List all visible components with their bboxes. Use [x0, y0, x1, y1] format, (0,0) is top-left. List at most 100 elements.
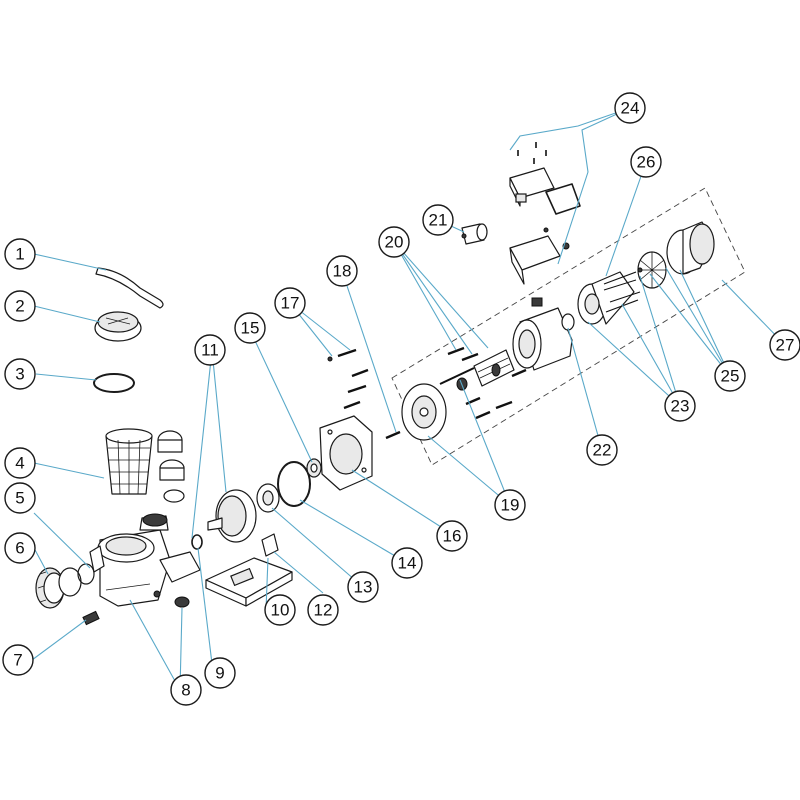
part-housing-o-ring: [277, 461, 311, 507]
callout-number: 3: [15, 365, 24, 384]
callout-12: 12: [307, 594, 339, 626]
callout-17: 17: [274, 287, 306, 319]
callout-number: 16: [443, 527, 462, 546]
callout-number: 15: [241, 319, 260, 338]
callout-circle: [347, 571, 379, 603]
callout-circle: [391, 547, 423, 579]
callout-number: 11: [201, 341, 219, 360]
callout-number: 27: [776, 336, 795, 355]
callout-number: 13: [354, 578, 373, 597]
callout-number: 7: [13, 651, 22, 670]
callout-circle: [307, 594, 339, 626]
leader-lines: [31, 107, 786, 691]
callout-number: 1: [15, 245, 24, 264]
callout-circle: [436, 520, 468, 552]
part-screw: [385, 430, 401, 440]
callout-circle: [4, 238, 36, 270]
callout-circle: [4, 447, 36, 479]
part-bolts-set-a: [327, 348, 369, 410]
part-motor-flange: [401, 383, 447, 441]
callout-circle: [664, 390, 696, 422]
part-bolts-set-b: [447, 346, 527, 420]
part-motor-foot: [205, 557, 293, 607]
callout-circle: [274, 287, 306, 319]
callout-27: 27: [769, 329, 800, 361]
callout-number: 22: [593, 441, 612, 460]
callout-number: 25: [721, 367, 740, 386]
part-seal-ring: [191, 534, 203, 550]
callout-labels: 1234567891011121314151617181920212223242…: [2, 92, 800, 706]
callout-number: 26: [637, 153, 656, 172]
callout-number: 21: [429, 211, 448, 230]
part-terminal-box: [509, 142, 581, 285]
callout-number: 4: [15, 454, 24, 473]
callout-number: 18: [333, 262, 352, 281]
callout-4: 4: [4, 447, 36, 479]
part-mechanical-seal: [306, 458, 322, 478]
callout-13: 13: [347, 571, 379, 603]
callout-22: 22: [586, 434, 618, 466]
callout-circle: [630, 146, 662, 178]
callout-circle: [2, 644, 34, 676]
callout-circle: [4, 482, 36, 514]
part-drain-plug-right: [153, 590, 190, 608]
callout-circle: [234, 312, 266, 344]
callout-9: 9: [204, 657, 236, 689]
callout-circle: [204, 657, 236, 689]
part-strainer-basket: [105, 428, 153, 495]
callout-circle: [264, 594, 296, 626]
callout-number: 6: [15, 539, 24, 558]
callout-7: 7: [2, 644, 34, 676]
callout-circle: [326, 255, 358, 287]
callout-14: 14: [391, 547, 423, 579]
part-drain-plug-left: [82, 610, 100, 626]
callout-number: 19: [501, 496, 520, 515]
motor-assembly-outline: [391, 187, 746, 466]
callout-16: 16: [436, 520, 468, 552]
part-lid-clip: [95, 267, 164, 309]
part-motor-stator: [512, 297, 573, 371]
part-strainer-lid: [94, 311, 142, 342]
callout-number: 12: [314, 601, 333, 620]
callout-2: 2: [4, 290, 36, 322]
callout-1: 1: [4, 238, 36, 270]
callout-24: 24: [614, 92, 646, 124]
callout-25: 25: [714, 360, 746, 392]
callout-number: 20: [385, 233, 404, 252]
callout-18: 18: [326, 255, 358, 287]
callout-circle: [494, 489, 526, 521]
part-capacitor: [461, 223, 488, 245]
callout-circle: [586, 434, 618, 466]
callout-circle: [714, 360, 746, 392]
callout-number: 24: [621, 99, 640, 118]
callout-circle: [4, 532, 36, 564]
part-retaining-clip: [261, 533, 279, 557]
part-union-tail: [58, 563, 95, 597]
callout-10: 10: [264, 594, 296, 626]
part-impeller: [256, 483, 280, 513]
callout-21: 21: [422, 204, 454, 236]
callout-number: 17: [281, 294, 300, 313]
callout-19: 19: [494, 489, 526, 521]
part-pump-body: [89, 513, 201, 607]
part-tie-rods: [603, 267, 643, 313]
callout-circle: [4, 358, 36, 390]
part-bearing: [561, 313, 575, 331]
callout-3: 3: [4, 358, 36, 390]
callout-11: 11: [194, 334, 226, 366]
part-rotor: [439, 349, 515, 391]
callout-number: 9: [215, 664, 224, 683]
callout-circle: [378, 226, 410, 258]
callout-circle: [4, 290, 36, 322]
callout-number: 23: [671, 397, 690, 416]
part-rear-end-bell: [577, 271, 641, 325]
part-union-fittings: [157, 430, 185, 503]
callout-26: 26: [630, 146, 662, 178]
callout-number: 14: [398, 554, 417, 573]
part-lid-o-ring: [93, 373, 135, 393]
callout-number: 10: [271, 601, 290, 620]
callout-circle: [170, 674, 202, 706]
callout-20: 20: [378, 226, 410, 258]
callout-number: 2: [15, 297, 24, 316]
